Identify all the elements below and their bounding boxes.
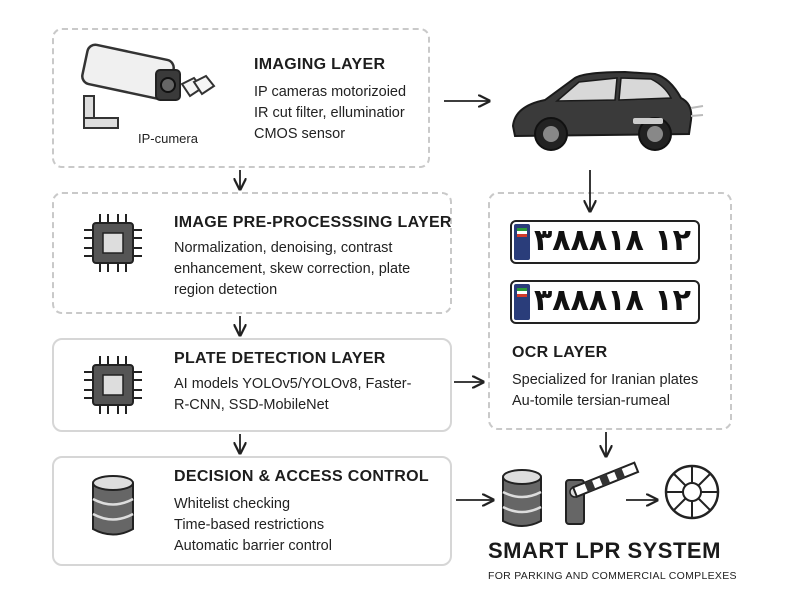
barrier-gate-icon xyxy=(565,461,640,525)
ocr-layer-description: Specialized for Iranian plates Au-tomile… xyxy=(512,370,698,412)
network-hub-icon xyxy=(664,464,720,520)
preprocessing-line-1: Normalization, denoising, contrast xyxy=(174,240,393,256)
plate-detection-line-2: R-CNN, SSD-MobileNet xyxy=(174,397,329,413)
imaging-layer-description: IP cameras motorizoied IR cut filter, el… xyxy=(254,82,406,145)
processor-chip-icon xyxy=(84,214,142,272)
system-title: SMART LPR SYSTEM xyxy=(488,538,721,563)
imaging-line-3: CMOS sensor xyxy=(254,126,346,142)
decision-line-1: Whitelist checking xyxy=(174,496,291,512)
car-icon xyxy=(511,70,704,151)
processor-chip-icon xyxy=(84,356,142,414)
database-icon xyxy=(92,475,134,536)
decision-line-2: Time-based restrictions xyxy=(174,517,325,533)
ocr-layer-title: OCR LAYER xyxy=(512,344,608,361)
preprocessing-line-2: enhancement, skew correction, plate xyxy=(174,261,411,277)
plate-detection-layer-title: PLATE DETECTION LAYER xyxy=(174,350,386,367)
preprocessing-layer-title: IMAGE PRE-PROCESSSING LAYER xyxy=(174,214,452,231)
preprocessing-layer-description: Normalization, denoising, contrast enhan… xyxy=(174,238,410,301)
ocr-line-2: Au-tomile tersian-rumeal xyxy=(512,393,670,409)
decision-layer-description: Whitelist checking Time-based restrictio… xyxy=(174,494,332,557)
ocr-line-1: Specialized for Iranian plates xyxy=(512,372,699,388)
iran-flag-icon xyxy=(517,288,527,297)
camera-caption: IP-cumera xyxy=(138,131,198,146)
plate-detection-layer-description: AI models YOLOv5/YOLOv8, Faster- R-CNN, … xyxy=(174,374,411,416)
cctv-camera-icon xyxy=(81,43,216,129)
plate-number: ١٢ ٣٨٨٨١٨ xyxy=(534,283,691,318)
decision-layer-title: DECISION & ACCESS CONTROL xyxy=(174,468,429,485)
plate-detection-line-1: AI models YOLOv5/YOLOv8, Faster- xyxy=(174,376,412,392)
license-plate: ١٢ ٣٨٨٨١٨ xyxy=(510,220,700,264)
imaging-line-2: IR cut filter, elluminatior xyxy=(254,105,405,121)
database-icon xyxy=(502,469,542,527)
license-plate: ١٢ ٣٨٨٨١٨ xyxy=(510,280,700,324)
preprocessing-line-3: region detection xyxy=(174,282,278,298)
system-subtitle: FOR PARKING AND COMMERCIAL COMPLEXES xyxy=(488,570,737,582)
iran-flag-icon xyxy=(517,228,527,237)
imaging-line-1: IP cameras motorizoied xyxy=(254,84,407,100)
imaging-layer-title: IMAGING LAYER xyxy=(254,56,386,73)
plate-number: ١٢ ٣٨٨٨١٨ xyxy=(534,223,691,258)
decision-line-3: Automatic barrier control xyxy=(174,538,332,554)
